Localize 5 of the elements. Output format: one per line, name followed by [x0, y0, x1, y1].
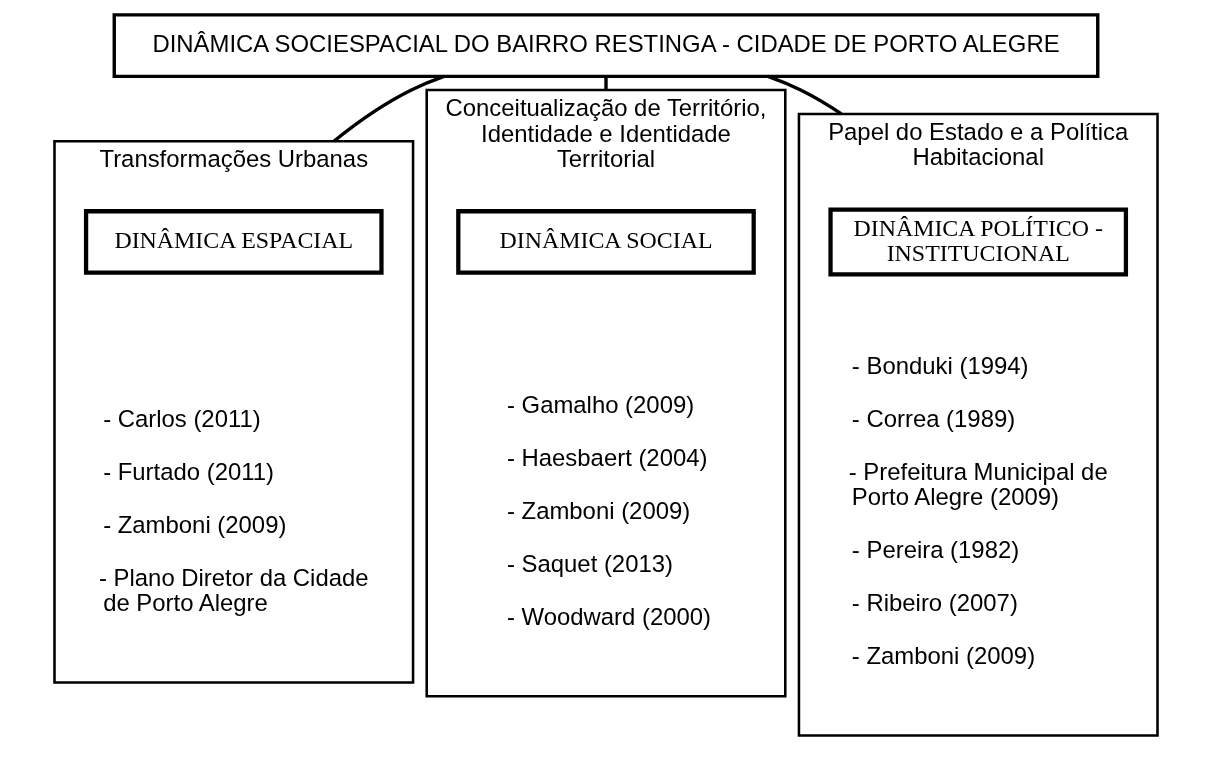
- node-box: DINÂMICA SOCIESPACIAL DO BAIRRO RESTINGA - CIDADE DE PORTO ALEGRE: [112, 13, 1099, 79]
- connector: [603, 76, 608, 90]
- node-box: DINÂMICA ESPACIAL: [83, 209, 384, 275]
- node-box: DINÂMICA POLÍTICO - INSTITUCIONAL: [827, 207, 1128, 277]
- node-box: DINÂMICA SOCIAL: [455, 209, 756, 275]
